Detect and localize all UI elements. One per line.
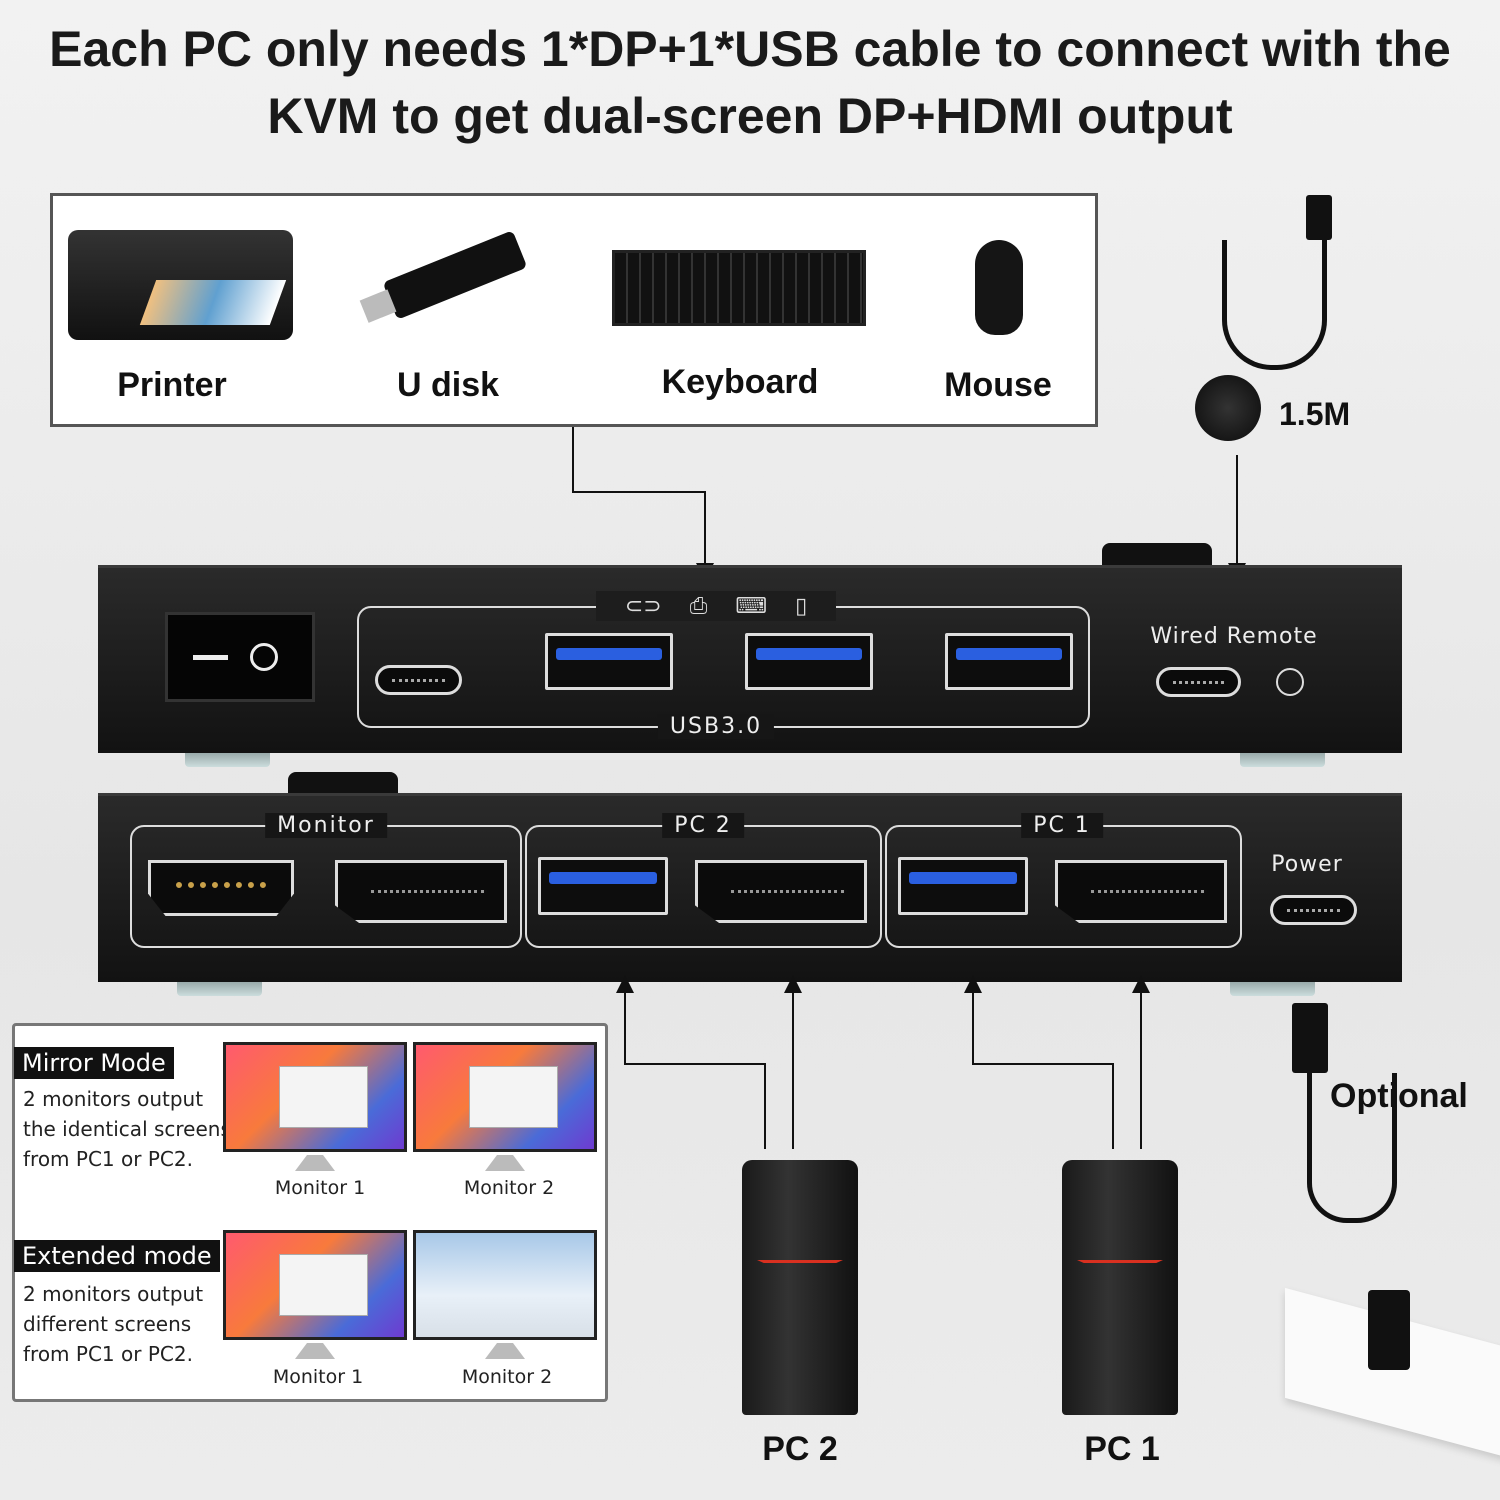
kvm-foot: [185, 753, 270, 767]
monitor-group-label: Monitor: [265, 813, 387, 838]
usb-a-port[interactable]: [745, 633, 873, 690]
arrow-up-icon: [616, 975, 634, 993]
hdmi-out-port[interactable]: [148, 860, 294, 916]
arrow-up-icon: [1132, 975, 1150, 993]
pc2-label: PC 2: [762, 1430, 838, 1468]
monitor-1-screen: [223, 1042, 407, 1152]
usb-c-port[interactable]: [375, 665, 462, 695]
usb-drive-icon: ⊂⊃: [624, 593, 662, 619]
monitor-1-screen: [223, 1230, 407, 1340]
extended-mode-description: 2 monitors output different screens from…: [23, 1279, 203, 1369]
description-line: different screens: [23, 1312, 192, 1336]
description-line: 2 monitors output: [23, 1087, 204, 1111]
connector-line: [704, 491, 706, 563]
usb-c-plug-icon: [1292, 1003, 1328, 1073]
keyboard-icon: [612, 250, 866, 326]
connector-line: [972, 1063, 1114, 1065]
connector-line: [764, 1063, 766, 1149]
switch-knob: [288, 772, 398, 796]
monitor-stand: [295, 1343, 335, 1359]
wired-remote-port[interactable]: [1156, 667, 1241, 697]
power-rocker-switch[interactable]: [165, 612, 315, 702]
remote-cable: [1222, 240, 1327, 370]
monitor-2-caption: Monitor 2: [461, 1366, 553, 1388]
printer-icon: [68, 230, 293, 340]
connector-line: [972, 993, 974, 1065]
monitor-1-caption: Monitor 1: [274, 1177, 366, 1199]
pc2-usb-port[interactable]: [538, 857, 668, 915]
pc1-tower-icon: [1062, 1160, 1178, 1415]
switch-knob: [1102, 543, 1212, 567]
monitor-stand: [295, 1155, 335, 1171]
mirror-mode-tag: Mirror Mode: [14, 1047, 174, 1079]
connector-line: [792, 993, 794, 1149]
usb-a-port[interactable]: [545, 633, 673, 690]
connector-line: [572, 427, 574, 493]
pc2-tower-icon: [742, 1160, 858, 1415]
usb3-label: USB3.0: [657, 714, 775, 739]
keyboard-icon: ⌨: [735, 593, 768, 619]
usb-a-port[interactable]: [945, 633, 1073, 690]
power-cable: [1307, 1073, 1397, 1223]
monitor-1-caption: Monitor 1: [272, 1366, 364, 1388]
pc1-dp-port[interactable]: [1055, 860, 1227, 923]
peripheral-label-mouse: Mouse: [944, 366, 1052, 404]
monitor-2-screen: [413, 1042, 597, 1152]
connector-line: [572, 491, 706, 493]
pc2-group-label: PC 2: [662, 813, 744, 838]
description-line: from PC1 or PC2.: [23, 1342, 193, 1366]
connector-line: [1112, 1063, 1114, 1149]
description-line: from PC1 or PC2.: [23, 1147, 193, 1171]
kvm-foot: [177, 982, 262, 996]
micro-usb-plug-icon: [1306, 195, 1332, 240]
pc1-label: PC 1: [1084, 1430, 1160, 1468]
power-port[interactable]: [1270, 895, 1357, 925]
kvm-foot: [1240, 753, 1325, 767]
arrow-up-icon: [784, 975, 802, 993]
power-adapter-icon: [1368, 1290, 1410, 1370]
mouse-icon: [975, 240, 1023, 335]
monitor-2-caption: Monitor 2: [463, 1177, 555, 1199]
kvm-foot: [1230, 982, 1315, 996]
mirror-mode-description: 2 monitors output the identical screens …: [23, 1084, 231, 1174]
monitor-stand: [485, 1343, 525, 1359]
headline-line-2-wrap: KVM to get dual-screen DP+HDMI output: [0, 83, 1500, 149]
printer-icon: ⎙: [689, 593, 708, 619]
arrow-up-icon: [964, 975, 982, 993]
connector-line: [624, 993, 626, 1065]
peripheral-label-keyboard: Keyboard: [661, 363, 819, 401]
pc1-group-label: PC 1: [1021, 813, 1103, 838]
headline-line-1-wrap: Each PC only needs 1*DP+1*USB cable to c…: [0, 16, 1500, 82]
description-line: 2 monitors output: [23, 1282, 204, 1306]
pc1-usb-port[interactable]: [898, 857, 1028, 915]
remote-icon: [1276, 668, 1304, 696]
mouse-icon: ▯: [795, 593, 808, 619]
wired-remote-puck[interactable]: [1195, 375, 1261, 441]
headline-line-2: KVM to get dual-screen DP+HDMI output: [267, 88, 1233, 144]
peripheral-label-udisk: U disk: [396, 366, 500, 404]
monitor-2-screen: [413, 1230, 597, 1340]
headline-line-1: Each PC only needs 1*DP+1*USB cable to c…: [49, 21, 1451, 77]
connector-line: [624, 1063, 766, 1065]
monitor-stand: [485, 1155, 525, 1171]
dp-out-port[interactable]: [335, 860, 507, 923]
power-label: Power: [1271, 852, 1343, 877]
extended-mode-tag: Extended mode: [14, 1240, 220, 1272]
connector-line: [1236, 455, 1238, 563]
pc2-dp-port[interactable]: [695, 860, 867, 923]
optional-label: Optional: [1330, 1077, 1468, 1115]
peripheral-label-printer: Printer: [117, 366, 227, 404]
description-line: the identical screens: [23, 1117, 231, 1141]
remote-length-label: 1.5M: [1279, 396, 1351, 432]
wired-remote-label: Wired Remote: [1150, 624, 1318, 649]
connector-line: [1140, 993, 1142, 1149]
